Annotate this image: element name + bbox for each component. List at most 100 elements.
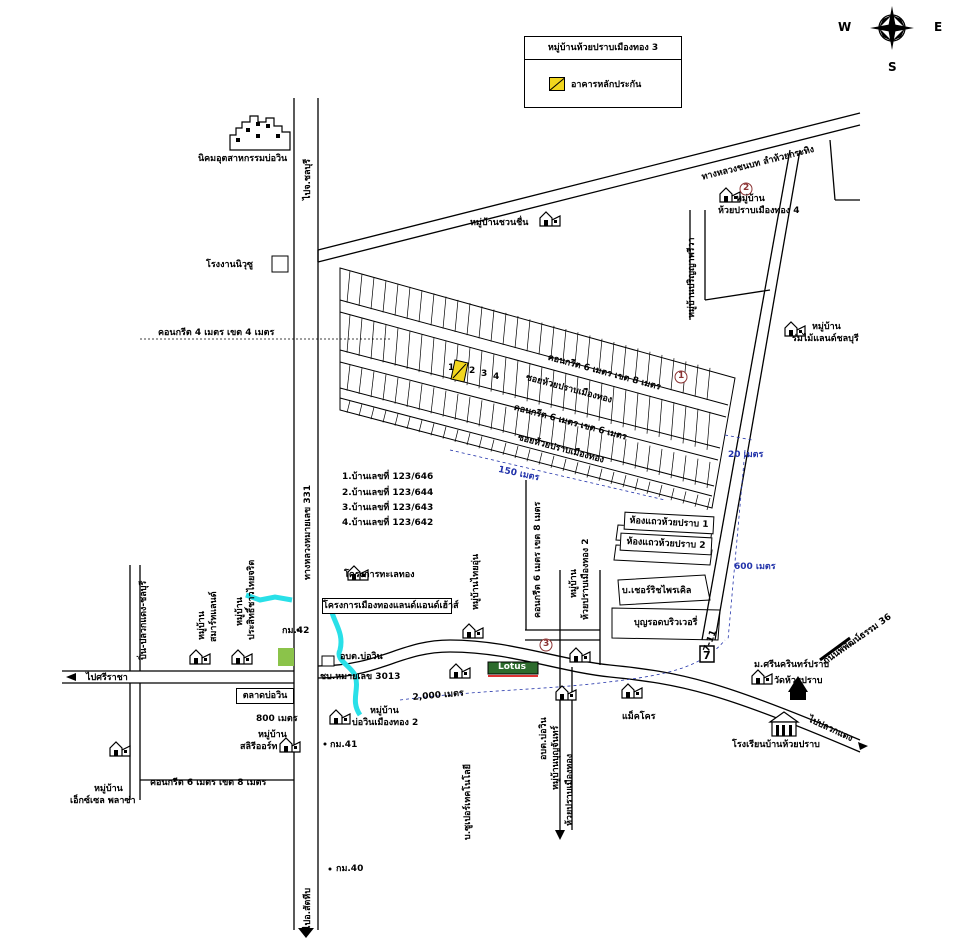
- lot-divider: [346, 364, 351, 391]
- house-icon: [621, 683, 643, 699]
- road-to-sriracha: [62, 565, 294, 800]
- label-village-bowin-hp2-title: หมู่บ้าน: [370, 706, 399, 716]
- svg-text:7: 7: [703, 649, 711, 662]
- lot-divider: [502, 406, 507, 433]
- collateral-building: [450, 359, 469, 383]
- lot-divider: [370, 407, 375, 420]
- house-icon: [109, 741, 131, 757]
- lot-divider: [682, 405, 687, 444]
- lot-divider: [430, 387, 435, 414]
- obt-square: [321, 655, 335, 667]
- marker-number-3: 3: [543, 639, 550, 649]
- lot-divider: [526, 319, 531, 352]
- lot-divider: [670, 402, 675, 441]
- label-rayong-factory: โรงงานนิวุซู: [206, 260, 253, 270]
- marker-number-2: 2: [743, 183, 750, 193]
- lot-divider: [382, 410, 387, 423]
- house-icon: [329, 709, 351, 725]
- lot-divider: [706, 497, 711, 510]
- lot-divider: [454, 299, 459, 332]
- lot-divider: [514, 410, 519, 437]
- lot-divider: [478, 306, 483, 339]
- lot-divider: [586, 335, 591, 368]
- lot-divider: [694, 408, 699, 447]
- lot-divider: [502, 442, 507, 455]
- label-bowin-market: ตลาดบ่อวิน: [236, 688, 294, 704]
- lot-divider: [514, 316, 519, 349]
- lot-divider: [538, 416, 543, 443]
- lot-divider: [406, 416, 411, 429]
- lot-divider: [694, 458, 699, 485]
- house-icon: [279, 737, 301, 753]
- label-village-sili-title: หมู่บ้าน: [258, 730, 287, 740]
- seven-eleven-icon: 7: [699, 645, 715, 663]
- lot-divider: [454, 393, 459, 420]
- lot-divider: [406, 330, 411, 369]
- lot-divider: [634, 348, 639, 381]
- lot-divider: [430, 337, 435, 376]
- lot-divider: [634, 478, 639, 491]
- lot-divider: [526, 363, 531, 402]
- factory-square: [271, 255, 289, 273]
- lot-divider: [346, 400, 351, 413]
- lot-divider: [370, 277, 375, 310]
- lot-divider: [370, 321, 375, 360]
- lot-divider: [514, 360, 519, 399]
- map-legend: หมู่บ้านห้วยปราบเมืองทอง 3 อาคารหลักประก…: [524, 36, 682, 108]
- house-icon: [347, 565, 369, 581]
- lot-divider: [418, 384, 423, 411]
- lot-divider: [394, 283, 399, 316]
- house-icon: [784, 321, 806, 337]
- label-concrete-4m: คอนกรีต 4 เมตร เขต 4 เมตร: [158, 328, 275, 338]
- lot-divider: [358, 403, 363, 417]
- lot-divider: [418, 334, 423, 373]
- lot-divider: [646, 445, 651, 472]
- lot-divider: [646, 395, 651, 434]
- label-village-prasit: ประสิทธิ์ชาวไทยจริต: [247, 559, 257, 640]
- lot-divider: [478, 436, 483, 449]
- lot-divider: [670, 452, 675, 479]
- lot-divider: [442, 296, 447, 329]
- label-project-talethong: โครงการทะเลทอง: [344, 570, 415, 580]
- road-right-diagonal: [689, 139, 860, 641]
- lot-divider: [550, 455, 555, 468]
- label-house3: 3.บ้านเลขที่ 123/643: [342, 503, 434, 513]
- label-village-sili: สลิรีออร์ท: [240, 742, 278, 752]
- lot-divider: [514, 445, 519, 459]
- house-icon: [462, 623, 484, 639]
- legend-swatch: [549, 77, 565, 91]
- lot-divider: [382, 324, 387, 363]
- lot-divider: [538, 366, 543, 405]
- lot-divider: [562, 422, 567, 450]
- label-wat: วัดห้วยปราบ: [774, 676, 823, 686]
- house-icon: [569, 647, 591, 663]
- label-school: โรงเรียนบ้านห้วยปราบ: [732, 740, 820, 750]
- lot-divider: [490, 353, 495, 392]
- label-km40: กม.40: [336, 864, 364, 874]
- lot-divider: [598, 382, 603, 421]
- lot-divider: [562, 458, 567, 472]
- highway-331: [293, 98, 319, 930]
- lot-divider: [682, 491, 687, 504]
- lot-divider: [502, 356, 507, 395]
- label-lotus: Lotus: [498, 662, 526, 672]
- compass-west: W: [838, 20, 852, 34]
- label-concrete-mid: คอนกรีต 6 เมตร เขต 8 เมตร: [533, 501, 543, 618]
- lot-number-3: 3: [481, 369, 488, 379]
- label-km41: กม.41: [330, 740, 358, 750]
- lot-divider: [574, 426, 579, 453]
- lot-divider: [394, 413, 399, 426]
- lot-divider: [682, 455, 687, 482]
- compass-south: S: [888, 60, 897, 74]
- lot-divider: [346, 314, 351, 353]
- label-school-label: บ.ซูเปอร์เทคโนโลยี: [463, 764, 473, 840]
- lot-divider: [550, 419, 555, 446]
- lot-divider: [574, 332, 579, 365]
- lot-divider: [694, 364, 699, 397]
- lot-divider: [478, 400, 483, 427]
- label-house1: 1.บ้านเลขที่ 123/646: [342, 472, 434, 482]
- label-bunrod: บุญรอดบริวเวอรี่: [634, 618, 698, 628]
- lot-divider: [622, 345, 627, 378]
- lot-divider: [574, 376, 579, 415]
